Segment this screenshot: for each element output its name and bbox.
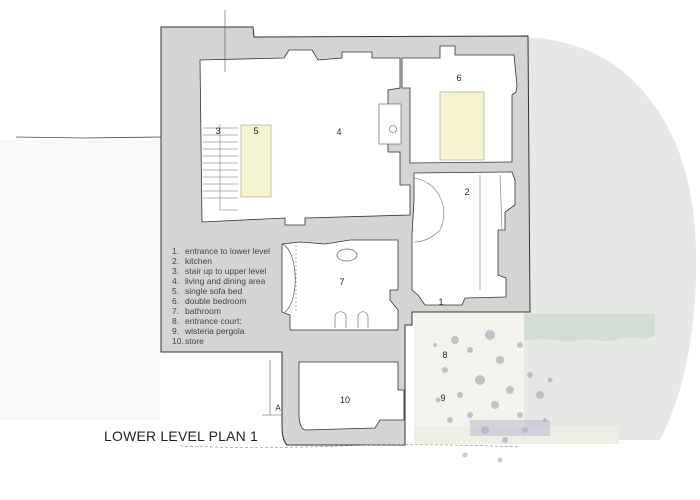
legend-item: 2.kitchen bbox=[172, 256, 212, 266]
plan-title: LOWER LEVEL PLAN 1 bbox=[104, 428, 259, 444]
legend-item: 6.double bedroom bbox=[172, 296, 247, 306]
left-wash bbox=[0, 140, 160, 420]
room-label-6: 6 bbox=[456, 73, 462, 83]
double-bed bbox=[439, 91, 485, 161]
room-label-3: 3 bbox=[215, 126, 221, 136]
room-label-2: 2 bbox=[464, 187, 470, 197]
legend-item: 1.entrance to lower level bbox=[172, 246, 271, 256]
legend-item: 8.entrance court: bbox=[172, 316, 242, 326]
wc-1 bbox=[334, 311, 347, 328]
hedge bbox=[520, 314, 655, 342]
sofa-bed bbox=[240, 124, 272, 198]
legend: 1.entrance to lower level 2.kitchen 3.st… bbox=[172, 246, 270, 346]
room-label-7: 7 bbox=[339, 277, 345, 287]
room-store bbox=[298, 361, 405, 431]
legend-item: 10.store bbox=[172, 336, 204, 346]
legend-item: 7.bathroom bbox=[172, 306, 221, 316]
boundary-wall bbox=[15, 136, 162, 139]
room-label-4: 4 bbox=[336, 127, 342, 137]
room-label-5: 5 bbox=[253, 126, 259, 136]
stove-icon bbox=[389, 125, 397, 133]
wc-2 bbox=[357, 311, 369, 328]
room-label-1: 1 bbox=[438, 297, 444, 307]
washbasin bbox=[336, 248, 358, 262]
bathtub bbox=[281, 243, 296, 313]
stair bbox=[203, 124, 238, 211]
room-bathroom bbox=[281, 239, 399, 331]
legend-item: 3.stair up to upper level bbox=[172, 266, 267, 276]
legend-item: 5.single sofa bed bbox=[172, 286, 243, 296]
room-label-8: 8 bbox=[442, 350, 448, 360]
legend-item: 4.living and dining area bbox=[172, 276, 266, 286]
section-marker-a: A bbox=[275, 403, 281, 413]
ground-line bbox=[179, 444, 521, 448]
room-label-9: 9 bbox=[440, 393, 446, 403]
kitchen-counter bbox=[479, 174, 503, 290]
legend-item: 9.wisteria pergola bbox=[172, 326, 245, 336]
fireplace bbox=[378, 103, 402, 145]
pergola-bench bbox=[470, 420, 550, 436]
room-kitchen bbox=[411, 171, 516, 306]
room-label-10: 10 bbox=[339, 395, 351, 405]
room-living bbox=[199, 49, 411, 226]
